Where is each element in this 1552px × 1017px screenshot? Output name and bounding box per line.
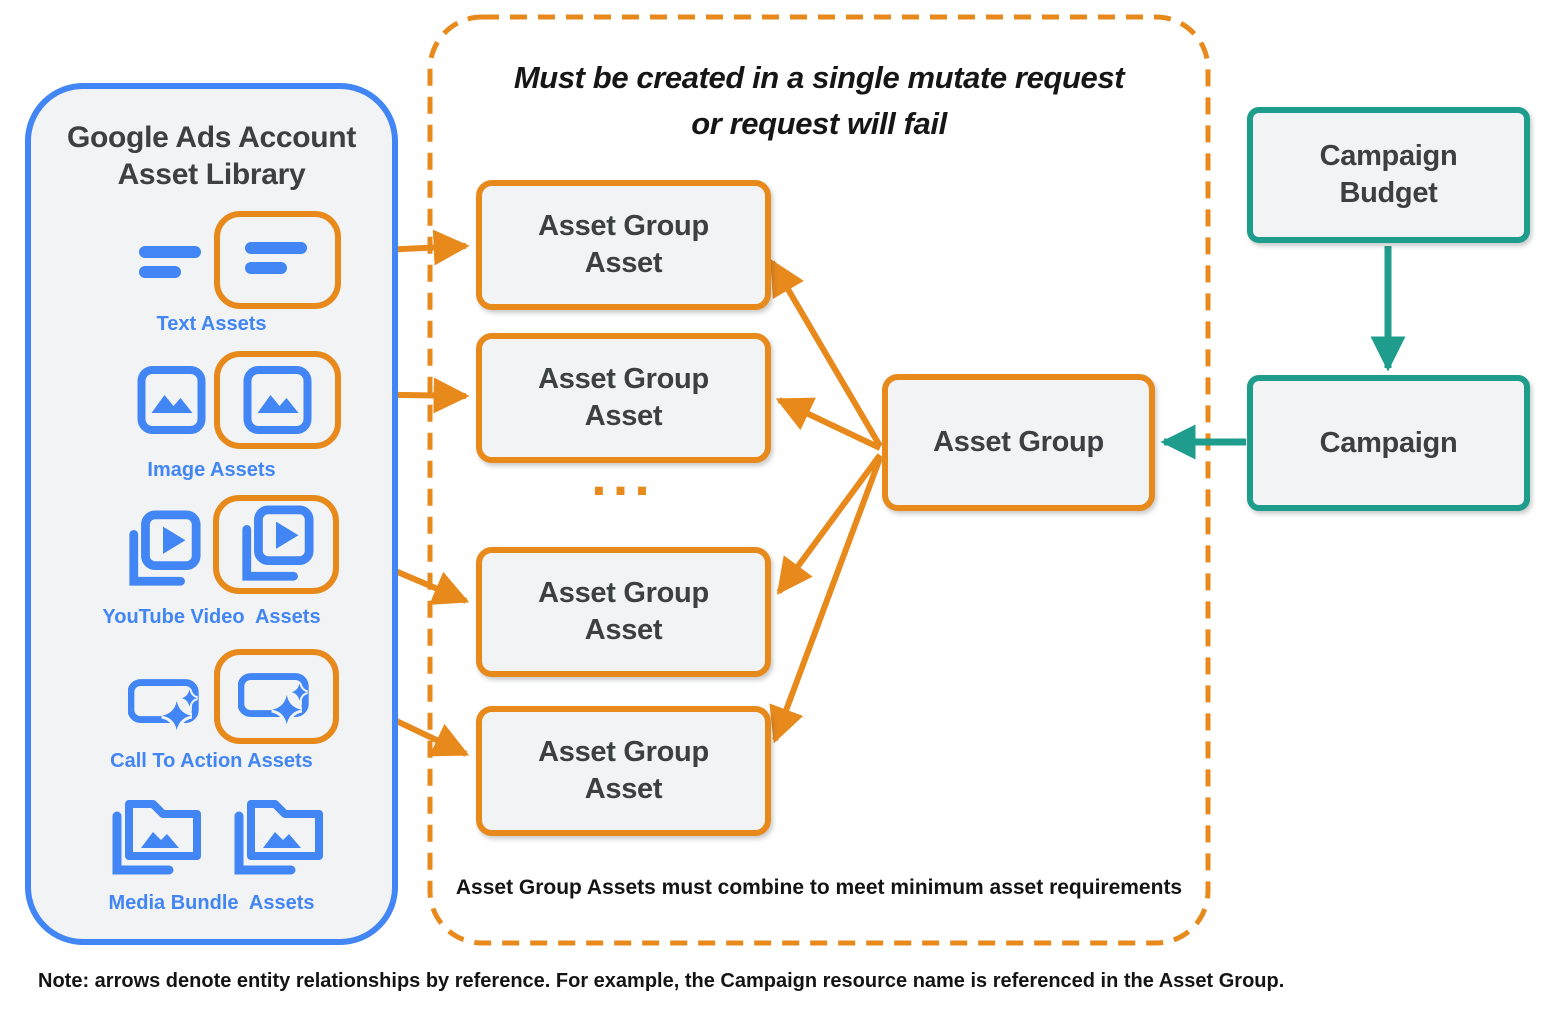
campaign-box: Campaign (1247, 375, 1530, 511)
asset-group-asset-label-line2: Asset (584, 773, 663, 805)
call-to-action-asset-icon (128, 679, 199, 732)
media-bundle-assets-label: Media Bundle Assets (108, 892, 315, 914)
youtube-video-asset-icon (242, 505, 314, 581)
text-assets-label: Text Assets (156, 313, 267, 335)
mutate-request-title-line1: Must be created in a single mutate reque… (513, 60, 1125, 95)
asset-group-asset-box-3: Asset Group Asset (476, 547, 771, 677)
asset-library-title: Google Ads Account Asset Library (31, 119, 392, 193)
youtube-video-assets-label: YouTube Video Assets (102, 606, 321, 628)
asset-library-panel: Google Ads Account Asset Library Text As… (25, 83, 398, 945)
asset-group-asset-box-4: Asset Group Asset (476, 706, 771, 836)
arrow-asset-group-to-aga3 (776, 453, 883, 595)
asset-group-asset-label-line1: Asset Group (538, 736, 709, 768)
asset-group-label: Asset Group (933, 426, 1104, 458)
arrow-asset-group-to-aga1 (769, 258, 883, 448)
asset-group-asset-label-line2: Asset (584, 247, 663, 279)
image-assets-label: Image Assets (147, 459, 276, 481)
youtube-video-asset-icon (129, 510, 201, 586)
asset-group-asset-label-line1: Asset Group (538, 577, 709, 609)
asset-group-box: Asset Group (882, 374, 1155, 511)
arrow-asset-group-to-aga4 (769, 456, 883, 744)
campaign-budget-label-line2: Budget (1339, 177, 1438, 209)
text-asset-highlight-box (214, 211, 341, 309)
media-bundle-asset-icon (112, 800, 201, 875)
mutate-request-title-line2: or request will fail (691, 106, 947, 141)
asset-group-fan-arrows (769, 258, 883, 744)
image-asset-icon (243, 366, 312, 434)
arrow-asset-group-to-aga2 (775, 397, 882, 451)
youtube-video-asset-highlight-box (213, 495, 339, 594)
asset-group-asset-box-1: Asset Group Asset (476, 180, 771, 310)
call-to-action-assets-label: Call To Action Assets (110, 750, 313, 772)
asset-library-title-line1: Google Ads Account (66, 121, 357, 154)
page-note: Note: arrows denote entity relationships… (38, 970, 1285, 992)
mutate-request-title: Must be created in a single mutate reque… (430, 55, 1208, 147)
asset-group-asset-label-line2: Asset (584, 614, 663, 646)
minimum-asset-requirements-note: Asset Group Assets must combine to meet … (455, 876, 1183, 899)
campaign-budget-label-line1: Campaign (1319, 140, 1458, 172)
more-asset-group-assets-ellipsis: ... (591, 444, 656, 507)
asset-group-asset-label-line1: Asset Group (538, 210, 709, 242)
text-asset-icon (244, 242, 307, 274)
asset-library-title-line2: Asset Library (117, 158, 306, 191)
campaign-budget-box: Campaign Budget (1247, 107, 1530, 243)
media-bundle-asset-icon (234, 800, 323, 875)
image-asset-highlight-box (214, 351, 341, 449)
campaign-label: Campaign (1319, 426, 1458, 459)
asset-group-asset-label-line2: Asset (584, 400, 663, 432)
asset-group-asset-label-line1: Asset Group (538, 363, 709, 395)
image-asset-icon (137, 366, 206, 434)
call-to-action-asset-highlight-box (214, 649, 339, 744)
text-asset-icon (139, 246, 201, 278)
call-to-action-asset-icon (237, 672, 309, 725)
